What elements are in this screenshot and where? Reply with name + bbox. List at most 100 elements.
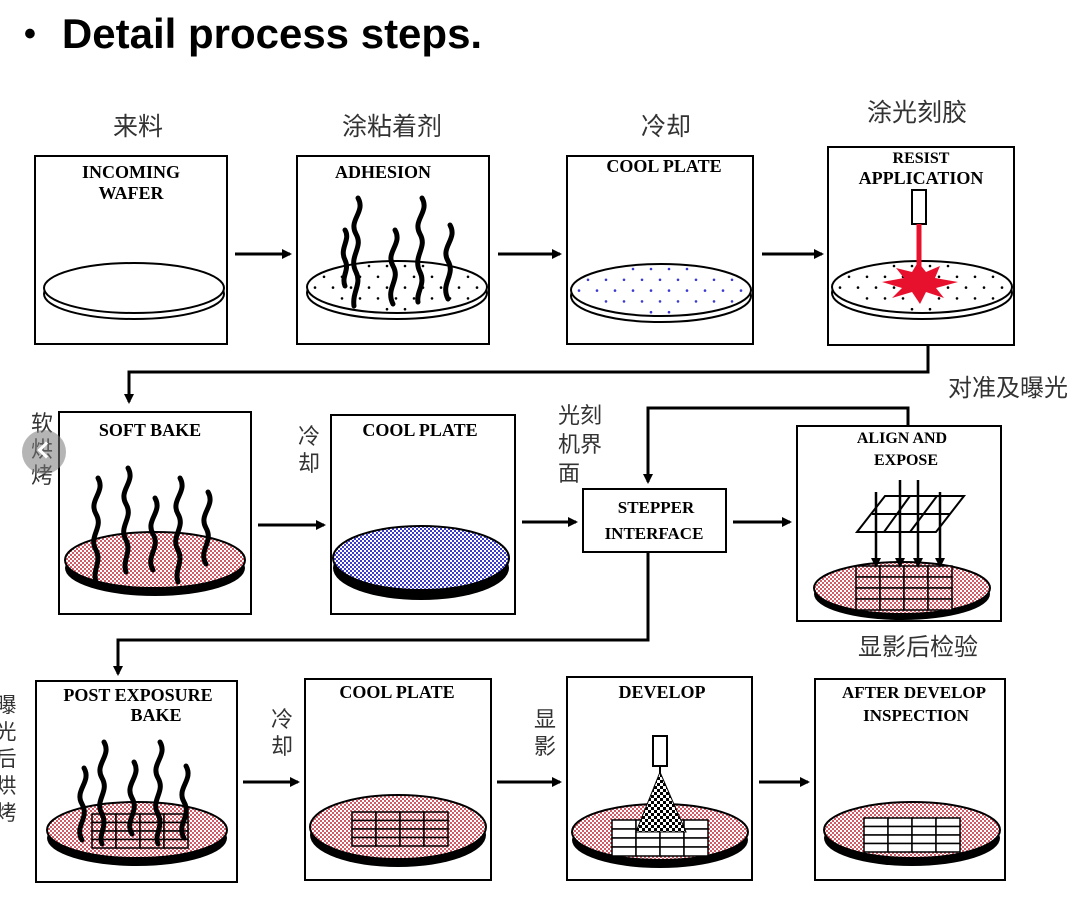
die-cell: [683, 819, 709, 830]
wafer-dot: [631, 267, 635, 271]
wafer-dot: [385, 286, 389, 289]
die-cell: [611, 819, 637, 830]
wafer-resist: [831, 189, 1013, 320]
die-cell: [423, 828, 449, 839]
wafer-dot: [946, 286, 950, 289]
wafer-dot: [928, 264, 932, 268]
die-cell: [935, 842, 961, 853]
wafer-dot: [703, 289, 707, 292]
die-cell: [375, 819, 401, 830]
wafer-dot: [847, 275, 851, 279]
zh-glyph: 冷: [298, 425, 320, 450]
step-label: ADHESION: [335, 162, 431, 182]
wafer-dot: [349, 286, 353, 289]
die-cell: [863, 817, 889, 828]
wafer-dot: [667, 289, 671, 292]
zh-glyph: 烤: [0, 801, 17, 825]
die-cell: [399, 819, 425, 830]
wafer-dot: [412, 297, 416, 300]
wafer-dot: [694, 300, 698, 303]
zh-glyph: 烘: [0, 774, 17, 798]
die-cell: [935, 817, 961, 828]
previous-slide-button[interactable]: [22, 430, 66, 474]
wafer-dot: [649, 289, 653, 292]
wafer-dot: [955, 275, 959, 279]
wafer-dot: [466, 275, 470, 279]
step-zh-label: 涂光刻胶: [867, 98, 967, 127]
die-cell: [659, 846, 685, 857]
wafer-dot: [883, 297, 887, 300]
wafer-dot: [475, 286, 479, 289]
step-label: COOL PLATE: [362, 420, 477, 440]
wafer-blue-dotted: [570, 263, 752, 323]
wafer-pink-pattern: [309, 794, 487, 867]
die-cell: [423, 811, 449, 822]
wafer-dot: [640, 278, 644, 282]
step-label: COOL PLATE: [339, 682, 454, 702]
die-cell: [927, 565, 953, 578]
zh-glyph: 后: [0, 747, 17, 771]
wafer-dot: [838, 286, 842, 289]
die-cell: [863, 834, 889, 845]
die-cell: [115, 838, 141, 849]
die-cell: [879, 598, 905, 611]
chevron-left-icon: [37, 441, 55, 459]
die-cell: [611, 828, 637, 839]
wafer-dot: [694, 278, 698, 282]
heat-squiggles: [91, 465, 213, 585]
die-cell: [351, 828, 377, 839]
step-label: RESIST: [893, 150, 950, 167]
wafer-dot: [685, 267, 689, 271]
wafer-developing: [571, 735, 749, 868]
die-cell: [351, 836, 377, 847]
die-cell: [927, 587, 953, 600]
wafer-dot: [712, 278, 716, 282]
die-cell: [163, 838, 189, 849]
wafer-dot: [439, 286, 443, 289]
wafer-dot: [376, 275, 380, 279]
wafer-plain: [43, 262, 225, 320]
wafer-dot: [667, 267, 671, 271]
wafer-dot: [910, 264, 914, 268]
wafer-dot: [658, 278, 662, 282]
die-cell: [887, 817, 913, 828]
heat-squiggles: [77, 739, 191, 847]
wafer-dot: [964, 286, 968, 289]
feedback-connector: [643, 406, 910, 484]
die-cell: [911, 842, 937, 853]
die-cell: [887, 842, 913, 853]
step-zh-label: 冷却: [641, 112, 691, 141]
wafer-dot: [385, 307, 389, 311]
step-label: COOL PLATE: [606, 156, 721, 176]
wafer-dot: [982, 286, 986, 289]
wafer-dot: [376, 297, 380, 300]
die-cell: [911, 834, 937, 845]
die-cell: [683, 846, 709, 857]
wafer-dot: [712, 300, 716, 303]
zh-glyph: 光刻: [558, 404, 602, 429]
wafer-dot: [403, 307, 407, 311]
cool-plate-2-zh-label: 冷却: [298, 425, 320, 477]
die-cell: [887, 834, 913, 845]
die-cell: [635, 837, 661, 848]
wafer-dot: [313, 286, 317, 289]
wafer-dot: [676, 300, 680, 303]
step-label: APPLICATION: [859, 168, 984, 188]
wafer-dot: [403, 286, 407, 289]
step-label: EXPOSE: [874, 452, 938, 469]
step-box-stepper-interface: [582, 488, 727, 553]
wafer-dot: [430, 297, 434, 300]
step-zh-label: 来料: [113, 112, 163, 141]
wafer-dot: [604, 278, 608, 282]
zh-glyph: 冷: [271, 708, 293, 733]
zh-glyph: 显: [534, 708, 556, 733]
die-cell: [399, 836, 425, 847]
wafer-dot: [586, 278, 590, 282]
die-cell: [659, 837, 685, 848]
wafer-dot: [604, 300, 608, 303]
bullet: •: [24, 15, 36, 53]
die-cell: [375, 828, 401, 839]
die-cell: [855, 598, 881, 611]
